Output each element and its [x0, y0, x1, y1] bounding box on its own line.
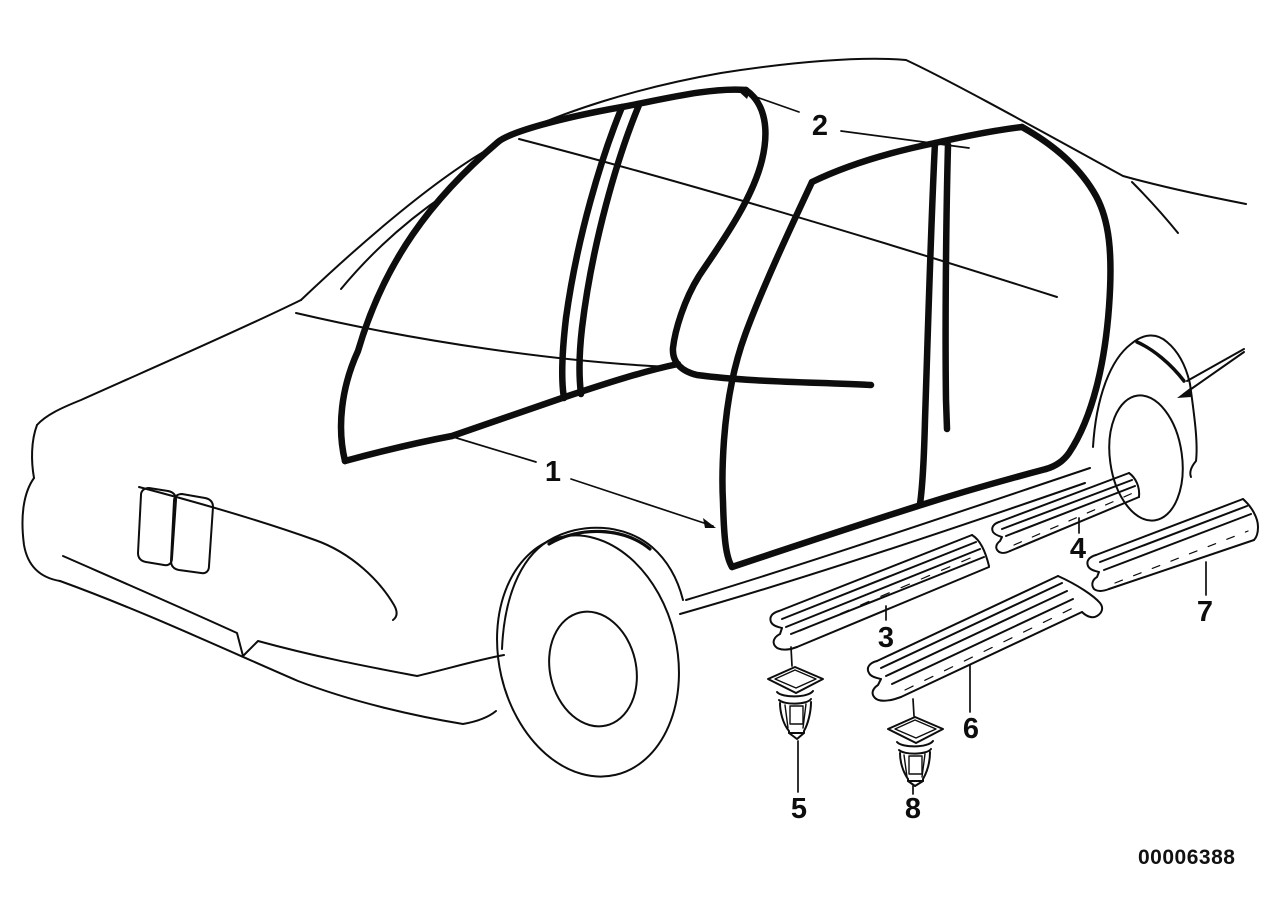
clip8-strip-link	[912, 698, 915, 717]
front-door-seal-b-pillar-outer	[559, 103, 626, 402]
front-rim	[548, 610, 638, 728]
door-aperture-seals	[337, 86, 1114, 571]
rear-rim	[1108, 394, 1184, 522]
rear-arch-lip	[1135, 340, 1186, 383]
clip-8	[887, 716, 944, 787]
front-fender-tip	[31, 424, 38, 479]
strip6-end-cap	[1057, 575, 1104, 619]
strip7-end-hook	[1086, 554, 1110, 592]
callout-3[interactable]: 3	[878, 622, 894, 654]
front-door-seal-b-pillar-inner	[576, 101, 643, 398]
far-pillar-seal-rear	[942, 141, 952, 433]
clip5-window	[789, 705, 804, 725]
fiche-code: 00006388	[1138, 846, 1235, 869]
clip8-flange-inner	[894, 719, 937, 739]
rocker-line-upper	[685, 467, 1091, 601]
see-through-sill-line	[295, 312, 672, 368]
clip8-body	[899, 751, 931, 782]
strip4-end-cap	[1128, 472, 1141, 498]
front-bumper-top	[62, 555, 505, 677]
grille-left-cell	[137, 487, 177, 567]
far-pillar-seal-front	[916, 139, 939, 508]
hood-edge	[36, 299, 302, 426]
front-arch-lip	[547, 529, 652, 551]
callout-6[interactable]: 6	[963, 713, 979, 745]
callout-5[interactable]: 5	[791, 793, 807, 825]
clip5-strip-link	[790, 646, 793, 667]
rear-door-seal-top	[808, 123, 1026, 186]
clip5-tip	[788, 732, 805, 740]
clip-5	[767, 666, 824, 740]
rear-door-seal-front-inner	[719, 178, 816, 571]
rear-door-seal-front-outer	[669, 86, 875, 389]
callout-1[interactable]: 1	[545, 456, 561, 488]
rear-window-lower-line	[1131, 181, 1179, 234]
strip7-end-cap	[1242, 498, 1259, 541]
quarter-crease-tip	[1177, 388, 1191, 398]
strip6-end-hook	[866, 660, 902, 702]
leader-1	[449, 435, 714, 527]
grille-right-cell	[170, 493, 214, 575]
sill-strip-4	[991, 472, 1141, 554]
callout-2[interactable]: 2	[812, 110, 828, 142]
rear-fender-edge	[1189, 383, 1198, 478]
callout-leader-lines	[449, 89, 1207, 795]
clip8-tip	[907, 780, 924, 787]
clip8-window	[908, 755, 923, 775]
strip4-end-hook	[991, 521, 1011, 554]
fender-to-arch-line	[138, 486, 398, 621]
clip5-flange-inner	[774, 669, 817, 689]
strip3-end-cap	[971, 534, 990, 567]
clip8-flange	[887, 716, 944, 744]
leader-2-arrow	[736, 89, 750, 99]
front-bumper-bottom	[59, 580, 497, 725]
strip3-end-hook	[769, 610, 798, 651]
car-body-outline	[21, 57, 1247, 778]
rocker-line-lower	[679, 482, 1086, 615]
roof-and-rear-deck-line	[300, 57, 1247, 301]
quarter-panel-crease	[1183, 348, 1245, 395]
sill-strip-6	[866, 575, 1104, 702]
front-tire	[496, 534, 680, 778]
rear-wheel-arch	[1092, 334, 1191, 448]
callout-4[interactable]: 4	[1070, 533, 1086, 565]
rear-door-seal-c-pillar	[1018, 123, 1114, 473]
clip5-flange	[767, 666, 824, 694]
sill-strip-7	[1086, 498, 1259, 592]
leader-2	[741, 91, 970, 149]
front-door-seal-a-pillar-top	[337, 86, 750, 465]
front-bumper-cap	[21, 477, 61, 582]
clip5-body	[779, 701, 812, 734]
callout-8[interactable]: 8	[905, 793, 921, 825]
sill-strip-3	[769, 534, 990, 651]
front-door-seal-bottom	[341, 360, 682, 465]
front-wheel-arch	[501, 526, 684, 650]
leader-1-arrow	[703, 518, 716, 528]
callout-7[interactable]: 7	[1197, 596, 1213, 628]
